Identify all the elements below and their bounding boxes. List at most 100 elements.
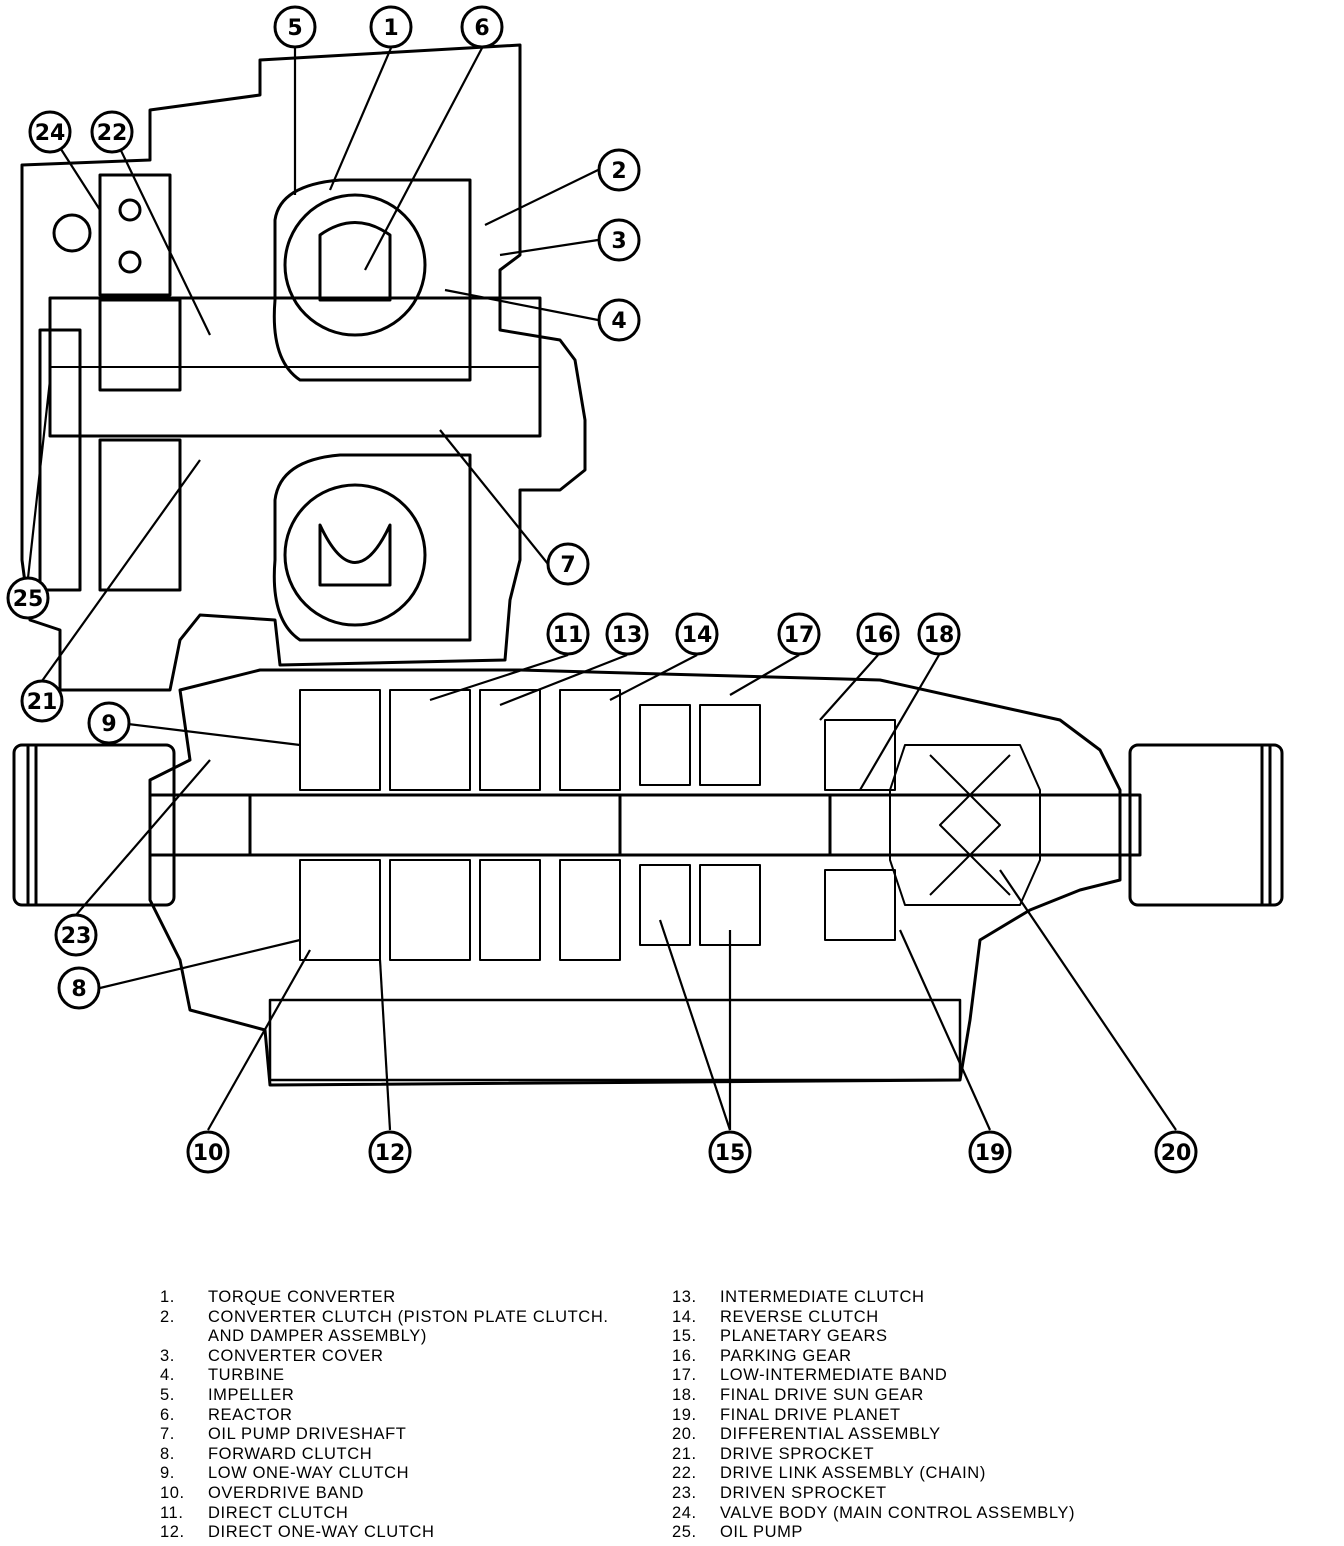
legend-number: 14. [672, 1307, 697, 1326]
callout-10: 10 [186, 1130, 230, 1174]
legend-label: OIL PUMP DRIVESHAFT [208, 1425, 407, 1444]
svg-text:21: 21 [27, 690, 58, 715]
legend-item: 7.OIL PUMP DRIVESHAFT [160, 1425, 630, 1445]
legend-label: LOW-INTERMEDIATE BAND [720, 1366, 948, 1385]
svg-text:6: 6 [474, 16, 489, 41]
legend-label: TURBINE [208, 1366, 285, 1385]
legend-number: 2. [160, 1307, 175, 1326]
callout-20: 20 [1154, 1130, 1198, 1174]
torque-converter-upper [272, 178, 472, 382]
callout-12: 12 [368, 1130, 412, 1174]
svg-text:22: 22 [97, 121, 128, 146]
legend-item: 19. FINAL DRIVE PLANET [672, 1406, 1112, 1426]
oil-pump-block [38, 328, 82, 592]
legend-label: FINAL DRIVE PLANET [720, 1405, 901, 1424]
legend-item: 10.OVERDRIVE BAND [160, 1484, 630, 1504]
legend-number: 16. [672, 1346, 697, 1365]
legend-number: 17. [672, 1366, 697, 1385]
svg-text:9: 9 [101, 712, 116, 737]
driven-sprocket-block [98, 438, 182, 592]
callout-7: 7 [546, 542, 590, 586]
svg-text:15: 15 [715, 1141, 746, 1166]
svg-text:25: 25 [13, 587, 44, 612]
legend-item: 12.DIRECT ONE-WAY CLUTCH [160, 1523, 630, 1543]
svg-text:11: 11 [553, 623, 584, 648]
svg-text:1: 1 [383, 16, 398, 41]
legend-label: PARKING GEAR [720, 1346, 852, 1365]
svg-text:23: 23 [61, 924, 92, 949]
svg-text:8: 8 [71, 977, 86, 1002]
legend-number: 21. [672, 1444, 697, 1463]
callout-23: 23 [54, 913, 98, 957]
callout-8: 8 [57, 966, 101, 1010]
svg-text:3: 3 [611, 229, 626, 254]
legend-number: 6. [160, 1405, 175, 1424]
right-axle-stub [1128, 743, 1284, 907]
legend-item: 17. LOW-INTERMEDIATE BAND [672, 1366, 1112, 1386]
legend-label: DRIVEN SPROCKET [720, 1483, 887, 1502]
callout-circles: 1 2 3 4 5 6 7 8 9 10 11 12 13 14 15 16 1… [6, 5, 1198, 1174]
legend-label: INTERMEDIATE CLUTCH [720, 1288, 925, 1306]
legend-item: 18. FINAL DRIVE SUN GEAR [672, 1386, 1112, 1406]
svg-text:14: 14 [682, 623, 713, 648]
legend-number: 5. [160, 1385, 175, 1404]
torque-converter-lower [272, 453, 472, 642]
callout-15: 15 [708, 1130, 752, 1174]
legend-number: 20. [672, 1425, 697, 1444]
svg-text:17: 17 [784, 623, 815, 648]
legend-number: 23. [672, 1483, 697, 1502]
legend-number: 4. [160, 1366, 175, 1385]
callout-18: 18 [917, 612, 961, 656]
legend-label: IMPELLER [208, 1385, 295, 1404]
legend-number: 12. [160, 1523, 185, 1542]
housing-outline-lower [148, 668, 1122, 1087]
callout-9: 9 [87, 701, 131, 745]
legend-label: CONVERTER COVER [208, 1346, 384, 1365]
legend-item: 13.INTERMEDIATE CLUTCH [672, 1288, 1112, 1308]
svg-text:5: 5 [287, 16, 302, 41]
svg-text:20: 20 [1161, 1141, 1192, 1166]
legend-number: 18. [672, 1385, 697, 1404]
legend-number: 9. [160, 1464, 175, 1483]
svg-text:12: 12 [375, 1141, 406, 1166]
callout-24: 24 [28, 110, 72, 154]
legend-label: REACTOR [208, 1405, 293, 1424]
output-shaft [148, 793, 1142, 857]
callout-17: 17 [777, 612, 821, 656]
callout-19: 19 [968, 1130, 1012, 1174]
legend-number: 19. [672, 1405, 697, 1424]
callout-2: 2 [597, 148, 641, 192]
transaxle-drawing [12, 43, 1284, 1087]
svg-text:2: 2 [611, 159, 626, 184]
legend-number: 22. [672, 1464, 697, 1483]
legend-item: 8.FORWARD CLUTCH [160, 1445, 630, 1465]
legend-number: 8. [160, 1444, 175, 1463]
legend-item: 3.CONVERTER COVER [160, 1347, 630, 1367]
planetary-gears [639, 704, 761, 946]
legend-item: 20. DIFFERENTIAL ASSEMBLY [672, 1425, 1112, 1445]
callout-25: 25 [6, 576, 50, 620]
svg-text:13: 13 [612, 623, 643, 648]
callout-14: 14 [675, 612, 719, 656]
svg-text:10: 10 [193, 1141, 224, 1166]
callout-3: 3 [597, 218, 641, 262]
legend-label: DRIVE LINK ASSEMBLY (CHAIN) [720, 1464, 986, 1483]
legend-item: 15.PLANETARY GEARS [672, 1327, 1112, 1347]
legend-label: PLANETARY GEARS [720, 1327, 888, 1346]
svg-text:7: 7 [560, 553, 575, 578]
legend-item: 2.CONVERTER CLUTCH (PISTON PLATE CLUTCH.… [160, 1308, 630, 1347]
legend-label: DRIVE SPROCKET [720, 1444, 875, 1463]
legend-number: 25. [672, 1523, 697, 1542]
legend-label: DIFFERENTIAL ASSEMBLY [720, 1425, 941, 1444]
legend-item: 21. DRIVE SPROCKET [672, 1445, 1112, 1465]
left-axle-stub [12, 743, 176, 907]
valve-body [98, 173, 172, 297]
callout-13: 13 [605, 612, 649, 656]
legend-label: FINAL DRIVE SUN GEAR [720, 1385, 924, 1404]
parts-legend-right: 13.INTERMEDIATE CLUTCH 14.REVERSE CLUTCH… [672, 1288, 1112, 1543]
svg-text:19: 19 [975, 1141, 1006, 1166]
legend-label: DIRECT CLUTCH [208, 1503, 349, 1522]
legend-label: VALVE BODY (MAIN CONTROL ASSEMBLY) [720, 1503, 1076, 1522]
callout-1: 1 [369, 5, 413, 49]
drive-sprocket-block [98, 298, 182, 392]
